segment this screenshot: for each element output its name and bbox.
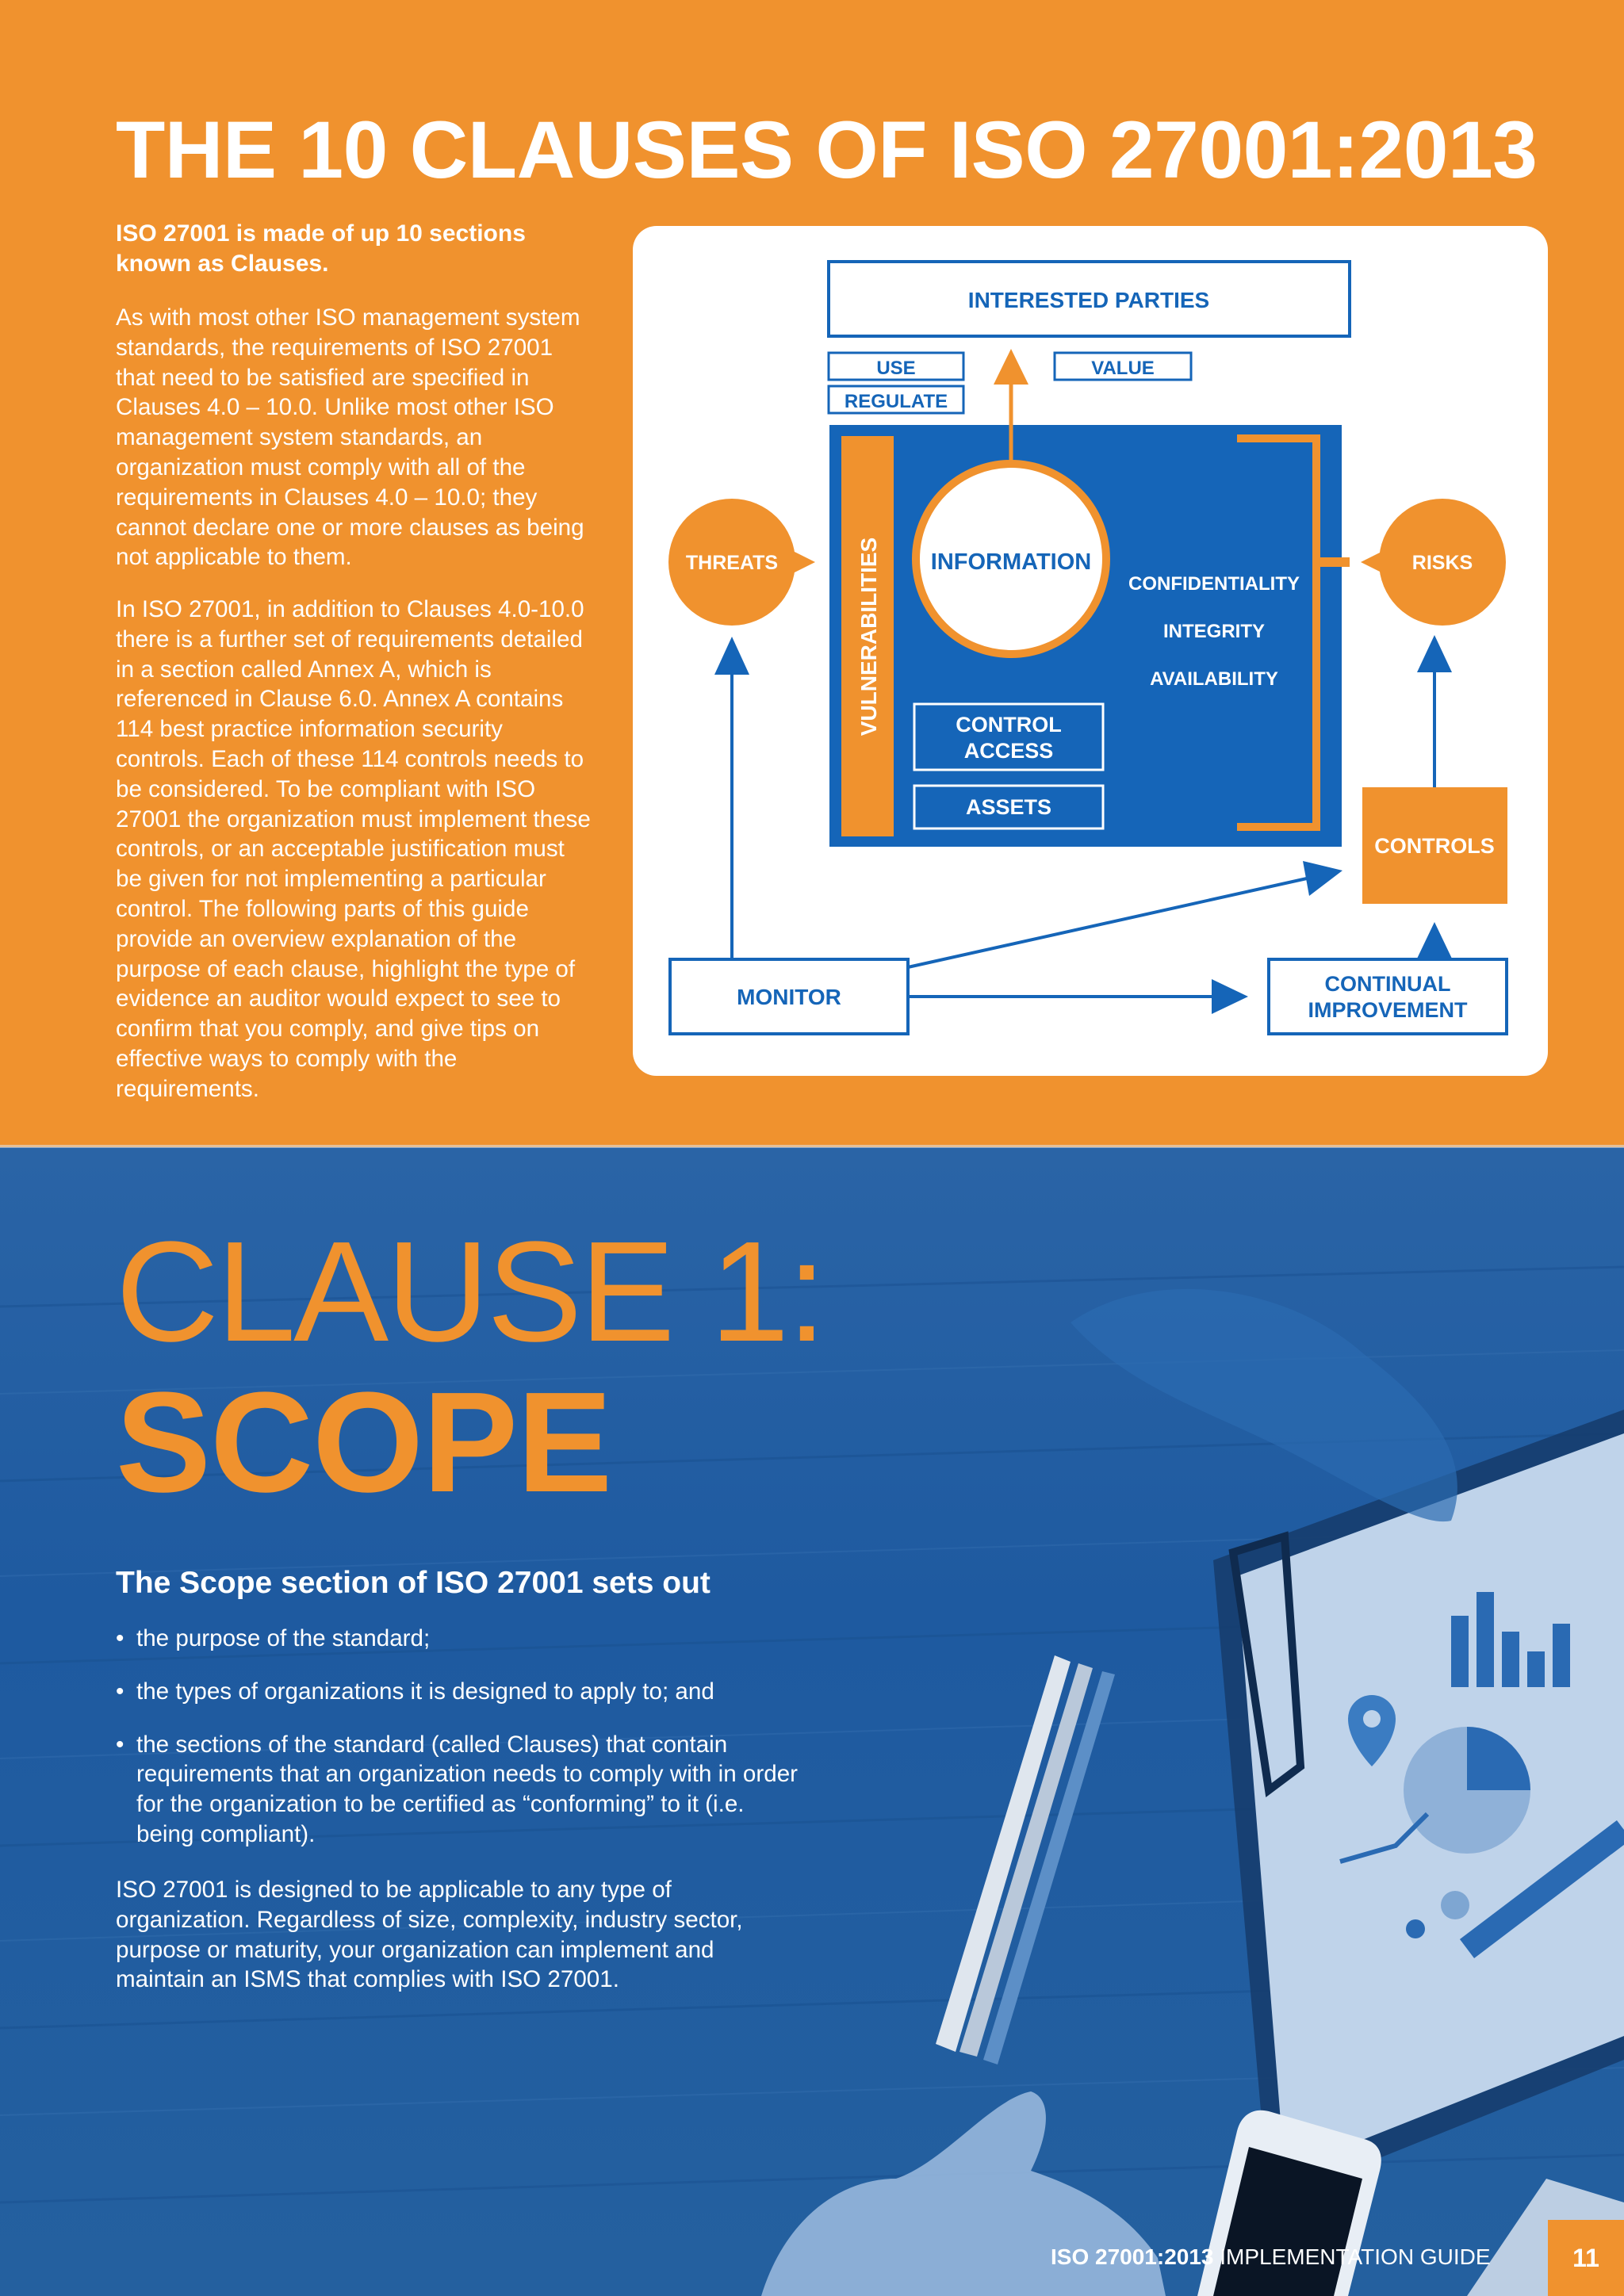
footer-light: IMPLEMENTATION GUIDE <box>1213 2244 1491 2269</box>
bottom-section <box>0 1148 1624 2296</box>
assets-box <box>913 784 1105 830</box>
value-box <box>1053 351 1193 381</box>
clause-title: CLAUSE 1: SCOPE <box>116 1212 826 1522</box>
confidentiality-label: CONFIDENTIALITY <box>1128 573 1300 595</box>
bullet-text: the purpose of the standard; <box>136 1625 431 1651</box>
threats-circle <box>668 499 795 626</box>
monitor-to-controls-line <box>907 877 1308 969</box>
use-label: USE <box>876 358 915 379</box>
vulnerabilities-label: VULNERABILITIES <box>856 538 881 736</box>
orange-bracket <box>1237 434 1320 831</box>
interested-parties-box <box>827 260 1351 338</box>
footer-guide-title: ISO 27001:2013 IMPLEMENTATION GUIDE <box>1051 2244 1491 2270</box>
bullet-dot: • <box>116 1678 124 1705</box>
improvement-to-controls-arrow <box>1417 922 1452 959</box>
threats-label: THREATS <box>686 552 778 574</box>
information-label: INFORMATION <box>931 549 1091 575</box>
intro-paragraph-2: In ISO 27001, in addition to Clauses 4.0… <box>116 596 591 1102</box>
assets-label: ASSETS <box>966 795 1051 819</box>
section-divider <box>0 1145 1624 1148</box>
information-core-box <box>829 425 1342 847</box>
pencil-2 <box>959 1663 1093 2057</box>
availability-label: AVAILABILITY <box>1150 668 1278 690</box>
bullet-text: the types of organizations it is designe… <box>136 1678 714 1705</box>
bullet-text: the sections of the standard (called Cla… <box>136 1731 799 1847</box>
page-number: 11 <box>1548 2220 1624 2296</box>
monitor-to-controls-arrow <box>1303 861 1342 896</box>
controls-to-risks-arrow <box>1417 635 1452 672</box>
lead-paragraph: ISO 27001 is made of up 10 sections know… <box>116 220 526 277</box>
desk-photo-illustration <box>0 1265 1624 2296</box>
clipboard-clip <box>1228 1531 1305 1798</box>
diagram-card: INTERESTED PARTIES USE REGULATE VALUE VU… <box>633 226 1548 1076</box>
threats-arrow <box>793 551 815 573</box>
risks-circle <box>1379 499 1506 626</box>
monitor-to-improvement-arrow <box>1212 979 1248 1014</box>
continual-improvement-box <box>1267 958 1508 1035</box>
scope-heading: The Scope section of ISO 27001 sets out <box>116 1566 710 1600</box>
interested-parties-label: INTERESTED PARTIES <box>968 288 1209 312</box>
regulate-label: REGULATE <box>845 391 948 412</box>
vulnerabilities-bar <box>841 436 894 836</box>
risks-arrow <box>1361 551 1383 573</box>
information-circle <box>912 460 1110 658</box>
scope-closing-paragraph: ISO 27001 is designed to be applicable t… <box>116 1877 743 1993</box>
control-access-label-1: CONTROL <box>956 713 1061 737</box>
continual-label-1: CONTINUAL <box>1325 972 1451 996</box>
regulate-box <box>827 385 965 415</box>
list-item: • the purpose of the standard; <box>116 1624 798 1654</box>
monitor-label: MONITOR <box>737 985 841 1009</box>
controls-box <box>1362 787 1507 904</box>
footer-bold: ISO 27001:2013 <box>1051 2244 1214 2269</box>
monitor-to-threats-arrow <box>714 637 749 675</box>
bracket-connector <box>1316 557 1350 567</box>
pencil-1 <box>936 1655 1071 2052</box>
list-item: • the sections of the standard (called Cl… <box>116 1730 798 1850</box>
bullet-dot: • <box>116 1625 124 1651</box>
hand-top <box>1071 1288 1457 1522</box>
page-title: THE 10 CLAUSES OF ISO 27001:2013 <box>116 105 1538 195</box>
scope-bullet-list: • the purpose of the standard; • the types… <box>116 1624 798 1873</box>
risks-label: RISKS <box>1412 552 1473 574</box>
control-access-box <box>913 702 1105 771</box>
integrity-label: INTEGRITY <box>1163 621 1265 642</box>
hand-bottom <box>761 2091 1166 2296</box>
clause-title-line-2: SCOPE <box>116 1363 612 1522</box>
intro-paragraph-1: As with most other ISO management system… <box>116 304 584 571</box>
control-access-label-2: ACCESS <box>964 739 1054 763</box>
use-box <box>827 351 965 381</box>
continual-label-2: IMPROVEMENT <box>1308 998 1468 1022</box>
iso-diagram: INTERESTED PARTIES USE REGULATE VALUE VU… <box>668 260 1508 1035</box>
value-label: VALUE <box>1091 358 1155 379</box>
controls-label: CONTROLS <box>1374 834 1495 858</box>
information-up-arrow <box>994 349 1028 385</box>
clause-title-line-1: CLAUSE 1: <box>116 1212 826 1372</box>
bullet-dot: • <box>116 1731 124 1758</box>
list-item: • the types of organizations it is design… <box>116 1677 798 1707</box>
